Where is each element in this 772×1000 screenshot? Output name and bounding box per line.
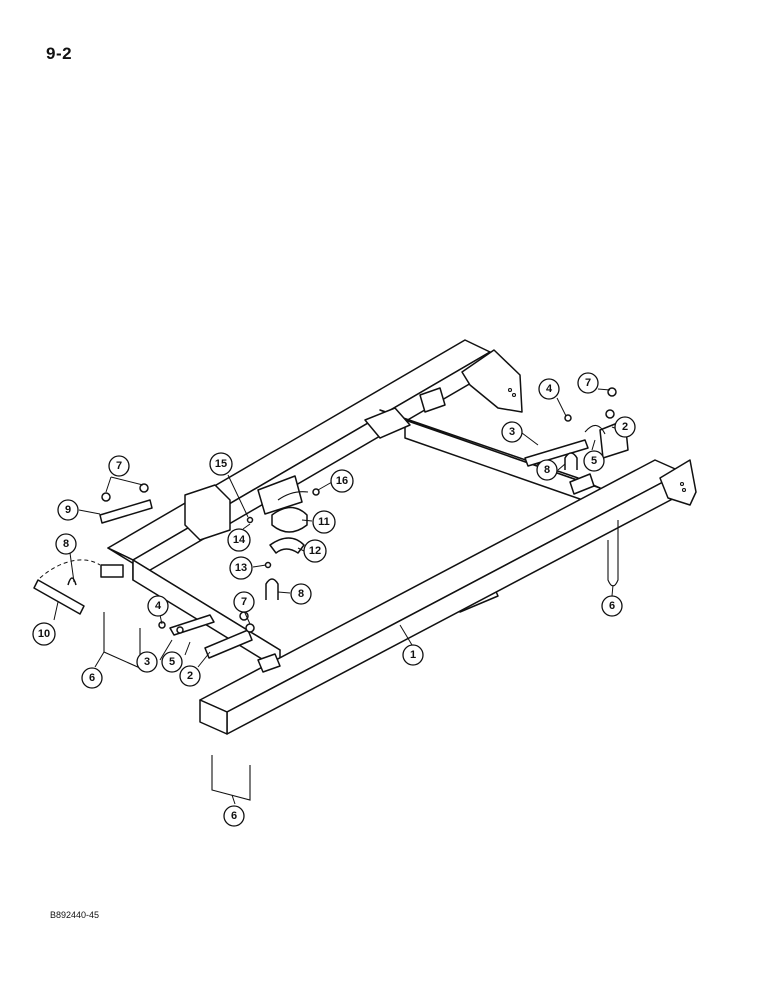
svg-text:2: 2 — [187, 670, 193, 682]
callout-5-left: 5 — [161, 651, 183, 673]
svg-text:6: 6 — [89, 672, 95, 684]
svg-text:6: 6 — [231, 810, 237, 822]
callout-4-right: 4 — [538, 378, 560, 400]
callout-14: 14 — [227, 528, 251, 552]
callout-1: 1 — [402, 644, 424, 666]
callout-2-left: 2 — [179, 665, 201, 687]
callout-6-left: 6 — [81, 667, 103, 689]
callout-5-right: 5 — [583, 450, 605, 472]
svg-text:9: 9 — [65, 504, 71, 516]
callout-7-right: 7 — [577, 372, 599, 394]
center-clamp-assembly — [246, 475, 320, 600]
svg-text:11: 11 — [318, 516, 330, 528]
callout-6-right: 6 — [601, 595, 623, 617]
callout-16: 16 — [330, 469, 354, 493]
callout-2-right: 2 — [614, 416, 636, 438]
svg-text:4: 4 — [546, 383, 553, 395]
svg-text:3: 3 — [509, 426, 515, 438]
page-number: 9-2 — [46, 44, 73, 63]
callout-13: 13 — [229, 556, 253, 580]
svg-text:7: 7 — [116, 460, 122, 472]
svg-text:14: 14 — [233, 534, 246, 546]
callout-12: 12 — [303, 539, 327, 563]
plate-3-right — [524, 439, 589, 467]
svg-text:3: 3 — [144, 656, 150, 668]
callout-8-left: 8 — [55, 533, 77, 555]
svg-text:8: 8 — [298, 588, 304, 600]
svg-text:7: 7 — [241, 596, 247, 608]
svg-text:10: 10 — [38, 628, 50, 640]
svg-text:1: 1 — [410, 649, 416, 661]
svg-text:5: 5 — [591, 455, 597, 467]
svg-text:2: 2 — [622, 421, 628, 433]
svg-text:16: 16 — [336, 475, 348, 487]
u-bolt-front — [211, 755, 251, 801]
callout-4-left: 4 — [147, 595, 169, 617]
front-hitch-plate — [659, 459, 697, 506]
svg-text:4: 4 — [155, 600, 162, 612]
corner-sleeve — [184, 484, 231, 541]
strap-10 — [33, 579, 85, 615]
u-bolt-left — [103, 612, 141, 669]
svg-text:7: 7 — [585, 377, 591, 389]
callout-15: 15 — [209, 452, 233, 476]
callout-11: 11 — [312, 510, 336, 534]
callout-8-right: 8 — [536, 459, 558, 481]
svg-text:5: 5 — [169, 656, 175, 668]
svg-text:8: 8 — [544, 464, 550, 476]
callout-3-left: 3 — [136, 651, 158, 673]
svg-text:8: 8 — [63, 538, 69, 550]
strap-9 — [99, 499, 153, 524]
callout-9: 9 — [57, 499, 79, 521]
left-mount-assembly — [33, 483, 255, 801]
svg-text:12: 12 — [309, 545, 321, 557]
callout-8-center: 8 — [290, 583, 312, 605]
svg-text:15: 15 — [215, 458, 227, 470]
callout-3-right: 3 — [501, 421, 523, 443]
figure-reference: B892440-45 — [50, 910, 100, 920]
callout-7-left: 7 — [108, 455, 130, 477]
svg-text:13: 13 — [235, 562, 247, 574]
callout-7-center: 7 — [233, 591, 255, 613]
rear-hitch-plate — [461, 349, 523, 413]
callout-6-front: 6 — [223, 805, 245, 827]
callout-10: 10 — [32, 622, 56, 646]
svg-text:6: 6 — [609, 600, 615, 612]
